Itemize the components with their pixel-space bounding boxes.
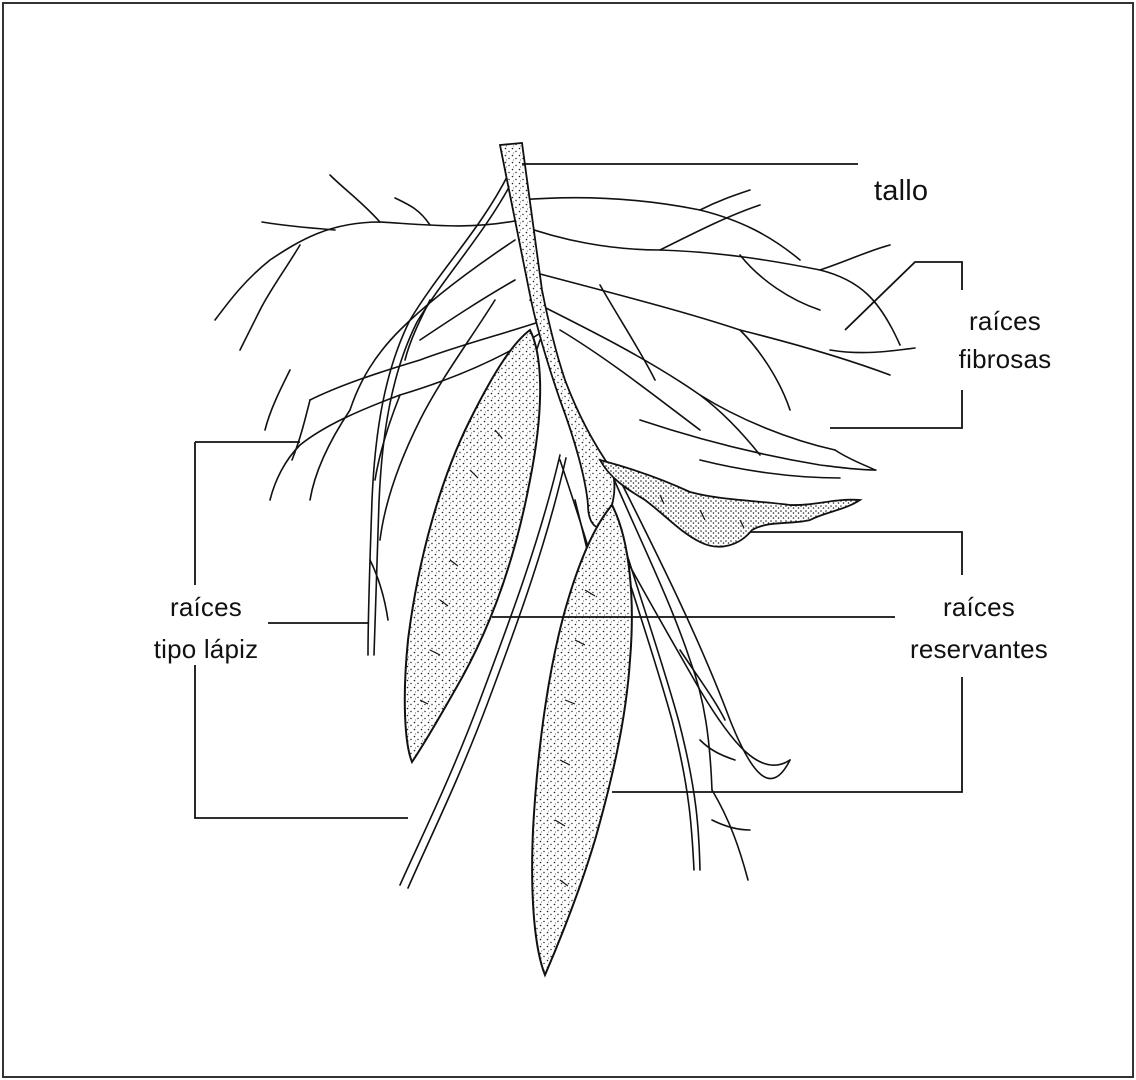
reservantes-bracket-top xyxy=(750,532,962,575)
fibrosas-bracket-lower xyxy=(830,390,962,428)
storage-root-right xyxy=(600,460,860,547)
label-pencil-roots-line1: raíces xyxy=(137,586,275,628)
label-fibrous-roots: raíces fibrosas xyxy=(950,302,1060,378)
storage-root-left xyxy=(405,330,540,762)
label-stem: tallo xyxy=(874,174,928,208)
label-storage-roots-line1: raíces xyxy=(896,586,1062,628)
label-storage-roots-line2: reservantes xyxy=(896,628,1062,670)
label-fibrous-roots-line1: raíces xyxy=(950,302,1060,340)
storage-root-center xyxy=(532,505,632,975)
label-storage-roots: raíces reservantes xyxy=(896,586,1062,670)
label-pencil-roots-line2: tipo lápiz xyxy=(137,628,275,670)
label-stem-text: tallo xyxy=(874,174,928,208)
label-pencil-roots: raíces tipo lápiz xyxy=(137,586,275,670)
fibrosas-bracket xyxy=(845,262,962,330)
label-fibrous-roots-line2: fibrosas xyxy=(950,340,1060,378)
lapiz-bracket-bottom xyxy=(195,665,408,818)
